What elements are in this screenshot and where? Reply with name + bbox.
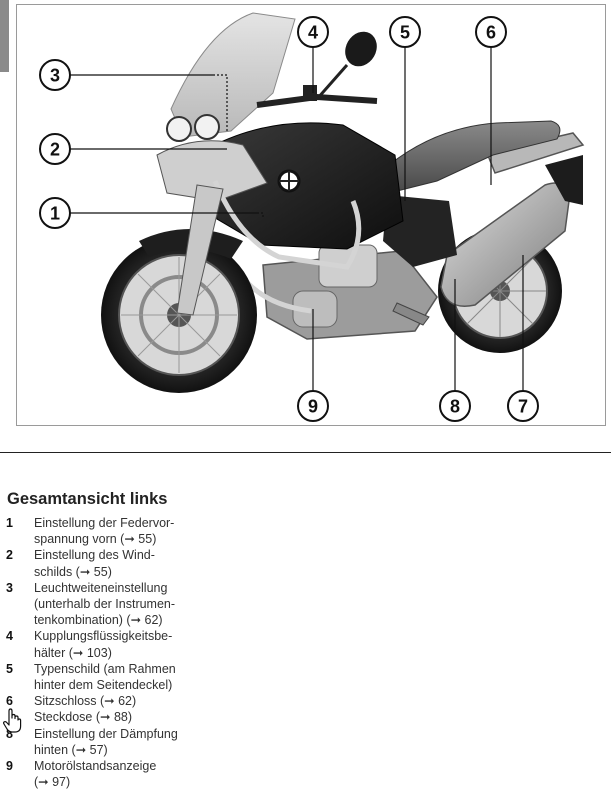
callout-label: 2 [50,140,60,160]
motorcycle-figure: 1 2 3 4 5 6 7 8 [16,4,606,426]
legend-line: tenkombination) (➞ 62) [34,613,163,628]
legend-number: 9 [6,759,13,774]
callout-label: 6 [486,23,496,43]
legend-line: Sitzschloss (➞ 62) [34,694,137,709]
callout-label: 7 [518,397,528,417]
headlights [166,114,220,142]
callout-label: 5 [400,23,410,43]
seat [388,120,561,192]
legend-item: 3 Leuchtweiteneinstellung (unterhalb der… [6,580,204,629]
page-edge-tab [0,0,9,72]
legend-line: Einstellung des Wind- [34,548,155,563]
legend-line: Typenschild (am Rahmen [34,661,176,676]
front-wheel [101,237,257,393]
legend-number: 6 [6,694,13,709]
legend-item: 8 Einstellung der Dämpfung hinten (➞ 57) [6,726,204,758]
callout-label: 9 [308,397,318,417]
callout-label: 8 [450,397,460,417]
callout-5: 5 [389,16,421,48]
legend-list: 1 Einstellung der Federvor- spannung vor… [6,515,204,790]
callout-6: 6 [475,16,507,48]
callout-9: 9 [297,390,329,422]
crash-bar [212,180,362,270]
callout-7: 7 [507,390,539,422]
windshield [170,12,296,138]
legend-line: (unterhalb der Instrumen- [34,597,176,612]
legend-line: Kupplungsflüssigkeitsbe- [34,629,173,644]
callout-3: 3 [39,59,71,91]
legend-line: hälter (➞ 103) [34,645,112,660]
motorcycle-illustration: 1 2 3 4 5 6 7 8 [39,12,585,422]
legend-item: 6 Sitzschloss (➞ 62) Steckdose (➞ 88) [6,693,204,725]
legend-line: (➞ 97) [34,775,71,790]
legend-line: spannung vorn (➞ 55) [34,532,157,547]
legend-number: 4 [6,629,13,644]
rear-fender [545,155,583,205]
callout-2: 2 [39,133,71,165]
leader-lines [67,47,524,391]
callout-label: 4 [308,23,318,43]
mirror [345,31,377,67]
legend-item: 9 Motorölstandsanzeige (➞ 97) [6,758,204,790]
legend-line: Einstellung der Dämpfung [34,726,178,741]
hand-pointer-icon[interactable] [2,708,22,734]
legend-item: 1 Einstellung der Federvor- spannung vor… [6,515,204,547]
legend-number: 2 [6,548,13,563]
legend-item: 4 Kupplungsflüssigkeitsbe- hälter (➞ 103… [6,628,204,660]
legend-line: Einstellung der Federvor- [34,516,175,530]
legend-line: hinten (➞ 57) [34,742,108,757]
callout-1: 1 [39,197,71,229]
legend-line: hinter dem Seitendeckel) [34,678,173,693]
legend-number: 3 [6,580,13,595]
legend-line: Motorölstandsanzeige [34,759,157,774]
callout-label: 1 [50,204,60,224]
callout-8: 8 [439,390,471,422]
legend-line: Leuchtweiteneinstellung [34,580,168,595]
fuel-tank [202,122,404,250]
legend-line: schilds (➞ 55) [34,564,112,579]
clutch-reservoir [303,85,317,101]
section-title: Gesamtansicht links [7,490,168,508]
legend-number: 5 [6,661,13,676]
callout-label: 3 [50,66,60,86]
front-fork [176,184,224,316]
section-divider [0,452,611,453]
legend-number: 8 [6,726,13,741]
legend-item: 5 Typenschild (am Rahmen hinter dem Seit… [6,661,204,693]
callout-4: 4 [297,16,329,48]
legend-number: 1 [6,516,13,530]
legend-line: Steckdose (➞ 88) [34,710,133,725]
legend-item: 2 Einstellung des Wind- schilds (➞ 55) [6,547,204,579]
